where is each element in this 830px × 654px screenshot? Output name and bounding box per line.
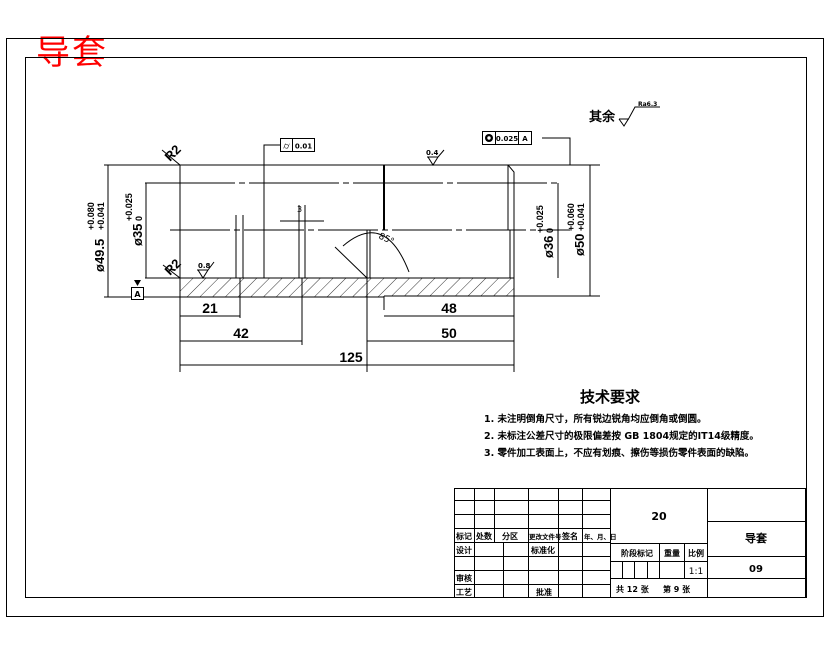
cylindricity-frame: ⌭ 0.01 (280, 138, 315, 152)
drawing-number: 09 (749, 564, 763, 575)
dim-50: 50 (441, 325, 457, 341)
svg-text:比例: 比例 (688, 548, 704, 558)
inner-frame (25, 57, 807, 598)
roughness-other-value: Ra6.3 (638, 101, 657, 108)
requirement-item: 3. 零件加工表面上，不应有划痕、擦伤等损伤零件表面的缺陷。 (484, 448, 755, 459)
svg-text:工艺: 工艺 (456, 587, 472, 597)
coaxiality-frame: 0.025 A (482, 131, 532, 145)
material-value: 20 (651, 510, 667, 523)
part-section (104, 164, 600, 372)
svg-text:ø50: ø50 (572, 234, 587, 256)
dim-outer-right: ø50 +0.060 +0.041 (566, 203, 587, 256)
cylindricity-icon: ⌭ (283, 142, 290, 152)
svg-text:+0.060: +0.060 (566, 203, 576, 231)
svg-text:重量: 重量 (664, 548, 680, 558)
surface-mark-top: 0.4 (426, 149, 439, 157)
roughness-other-label: 其余 (589, 109, 616, 125)
radius-outer: R2 (162, 142, 184, 164)
dim-inner-right: ø36 +0.025 0 (535, 205, 556, 258)
svg-text:+0.025: +0.025 (535, 205, 545, 233)
outer-frame (6, 38, 824, 617)
svg-text:0: 0 (545, 228, 555, 233)
svg-text:+0.041: +0.041 (576, 203, 586, 231)
requirement-item: 2. 未标注公差尺寸的极限偏差按 GB 1804规定的IT14级精度。 (484, 431, 759, 442)
scale-value: 1:1 (689, 567, 703, 577)
dimension-lines (107, 106, 660, 366)
svg-text:签名: 签名 (561, 531, 578, 541)
groove-width: 3 (297, 205, 302, 214)
svg-text:年、月、日: 年、月、日 (584, 532, 617, 541)
radius-inner: R2 (162, 256, 184, 278)
svg-text:标准化: 标准化 (530, 545, 555, 555)
svg-text:+0.025: +0.025 (124, 193, 134, 221)
svg-text:审核: 审核 (456, 573, 472, 583)
svg-text:ø49.5: ø49.5 (92, 239, 107, 272)
title-block-labels: 标记 处数 分区 更改文件号 签名 年、月、日 设计 标准化 审核 工艺 批准 … (455, 531, 704, 597)
svg-text:0: 0 (134, 216, 144, 221)
technical-requirements: 技术要求 1. 未注明倒角尺寸，所有锐边锐角均应倒角或倒圆。 2. 未标注公差尺… (484, 386, 804, 462)
dim-outer-left: ø49.5 +0.080 +0.041 (86, 202, 107, 272)
datum-a-box (131, 287, 144, 300)
requirement-item: 1. 未注明倒角尺寸，所有锐边锐角均应倒角或倒圆。 (484, 414, 707, 425)
dim-inner-left: ø35 +0.025 0 (124, 193, 145, 246)
svg-text:第 9 张: 第 9 张 (663, 584, 691, 594)
svg-text:更改文件号: 更改文件号 (529, 532, 562, 541)
svg-text:批准: 批准 (536, 587, 552, 597)
dim-125: 125 (339, 349, 363, 365)
svg-text:ø35: ø35 (130, 224, 145, 246)
svg-text:0.01: 0.01 (295, 143, 312, 151)
title-block-grid (454, 488, 806, 598)
svg-text:+0.080: +0.080 (86, 202, 96, 230)
surface-mark-bore: 0.8 (198, 262, 211, 270)
svg-text:设计: 设计 (456, 545, 472, 555)
datum-triangle-icon (134, 280, 141, 286)
requirements-heading: 技术要求 (580, 388, 641, 406)
drawing-title: 导套 (36, 33, 108, 73)
dim-42: 42 (233, 325, 249, 341)
svg-text:阶段标记: 阶段标记 (621, 548, 653, 558)
svg-text:0.025: 0.025 (496, 135, 518, 143)
svg-text:+0.041: +0.041 (96, 202, 106, 230)
svg-text:处数: 处数 (475, 531, 493, 541)
angle-value: 85° (377, 232, 396, 248)
dim-21: 21 (202, 300, 218, 316)
dim-48: 48 (441, 300, 457, 316)
svg-text:分区: 分区 (502, 531, 518, 541)
datum-a-label: A (134, 290, 141, 299)
svg-text:ø36: ø36 (541, 236, 556, 258)
part-name: 导套 (745, 531, 768, 545)
svg-text:共 12 张: 共 12 张 (616, 584, 650, 594)
svg-text:A: A (522, 135, 528, 143)
svg-text:标记: 标记 (455, 531, 472, 541)
